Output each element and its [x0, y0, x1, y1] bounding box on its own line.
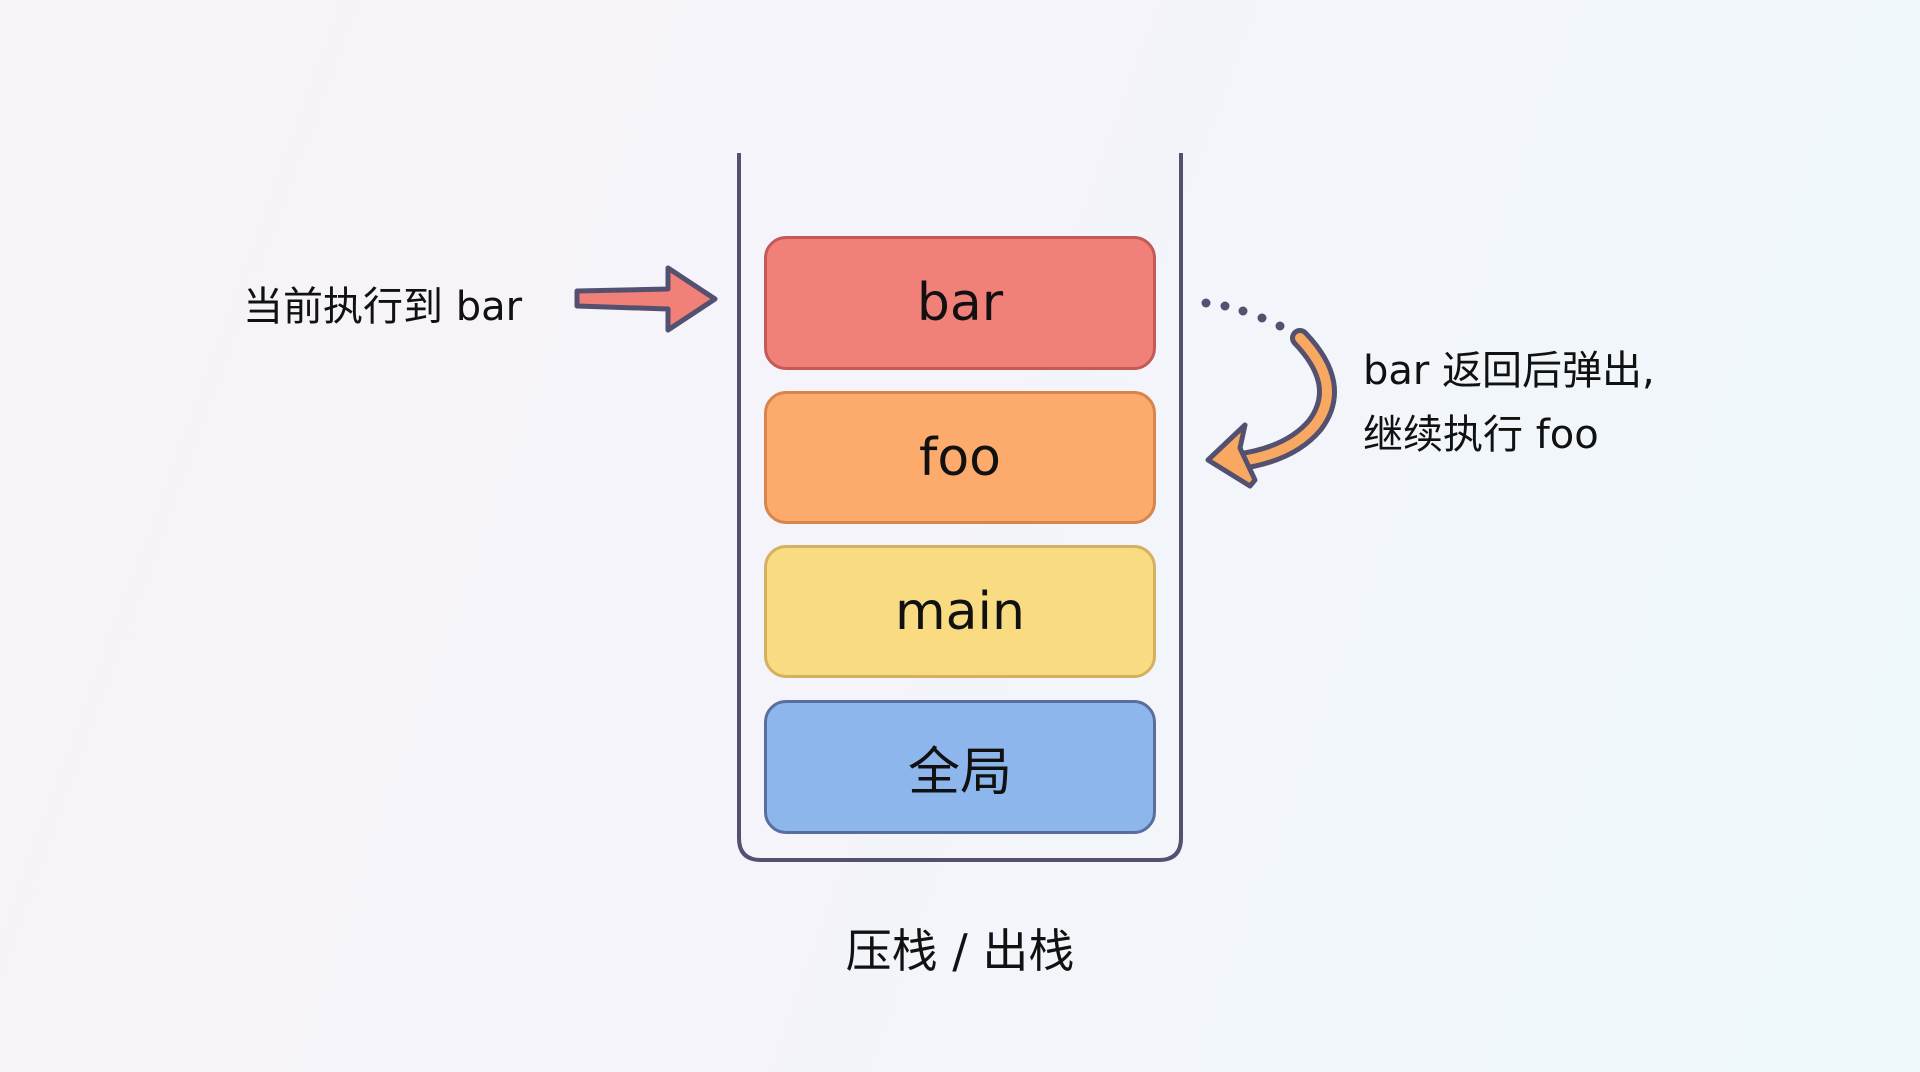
stack-frame-bar: bar	[764, 236, 1156, 370]
frame-label: main	[895, 581, 1025, 642]
return-label-line2: 继续执行 foo	[1363, 412, 1599, 458]
stack-frame-main: main	[764, 545, 1156, 678]
dotted-trail	[1201, 298, 1285, 331]
stack-frame-global: 全局	[764, 700, 1156, 834]
stack-caption: 压栈 / 出栈	[845, 924, 1075, 978]
frame-label: 全局	[907, 742, 1012, 803]
return-arrow-icon	[1205, 328, 1337, 489]
frame-label: foo	[919, 427, 1001, 488]
stack-frame-foo: foo	[764, 391, 1156, 524]
current-arrow-icon	[574, 265, 718, 333]
stack-container	[737, 153, 1183, 862]
current-label: 当前执行到 bar	[243, 284, 523, 330]
return-label-line1: bar 返回后弹出,	[1363, 348, 1655, 394]
frame-label: bar	[916, 273, 1004, 333]
